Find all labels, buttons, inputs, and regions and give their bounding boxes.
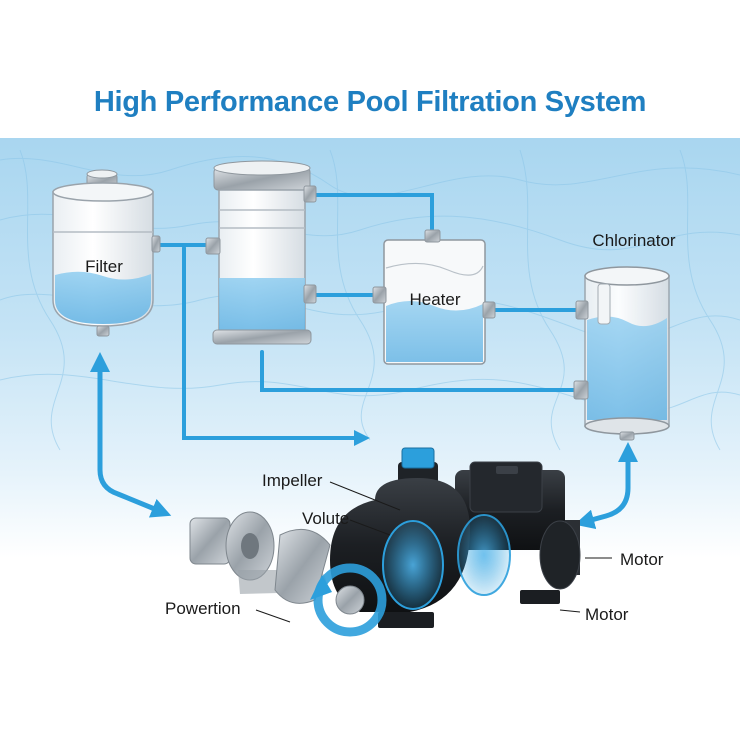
prefilter-tank bbox=[205, 160, 317, 345]
filter-label: Filter bbox=[85, 257, 123, 276]
filter-water bbox=[55, 271, 151, 324]
impeller-label: Impeller bbox=[262, 471, 323, 490]
leader-lines bbox=[255, 481, 612, 623]
pump-assembly bbox=[189, 447, 581, 637]
chlorinator-label: Chlorinator bbox=[592, 231, 675, 250]
filter-tank bbox=[52, 169, 161, 337]
motor-junction-box bbox=[469, 461, 543, 513]
heater-water bbox=[386, 301, 483, 362]
flow-arrows bbox=[90, 352, 638, 530]
flow-arrow-icon bbox=[90, 352, 172, 518]
pipe-to-pump-inlet bbox=[182, 246, 370, 446]
chlorinator-tank bbox=[573, 266, 670, 441]
pump-inlet bbox=[401, 447, 435, 469]
volute-label: Volute bbox=[302, 509, 349, 528]
motor-label-bottom: Motor bbox=[585, 605, 629, 624]
impeller-glow bbox=[382, 520, 444, 610]
page-title: High Performance Pool Filtration System bbox=[93, 86, 647, 118]
pipe-return-to-chlorinator bbox=[260, 350, 580, 392]
heater-box bbox=[372, 229, 496, 365]
impeller-icon bbox=[313, 563, 387, 637]
pipe-prefilter-to-heater bbox=[303, 193, 434, 234]
powertion-label: Powertion bbox=[165, 599, 241, 618]
pipe-network bbox=[156, 193, 580, 446]
exploded-parts bbox=[189, 511, 387, 637]
heater-label: Heater bbox=[409, 290, 460, 309]
filter-drain bbox=[96, 325, 110, 337]
motor-label-top: Motor bbox=[620, 550, 664, 569]
prefilter-water bbox=[219, 278, 305, 336]
chlorinator-water bbox=[587, 316, 667, 420]
flow-arrow-icon bbox=[574, 442, 638, 530]
